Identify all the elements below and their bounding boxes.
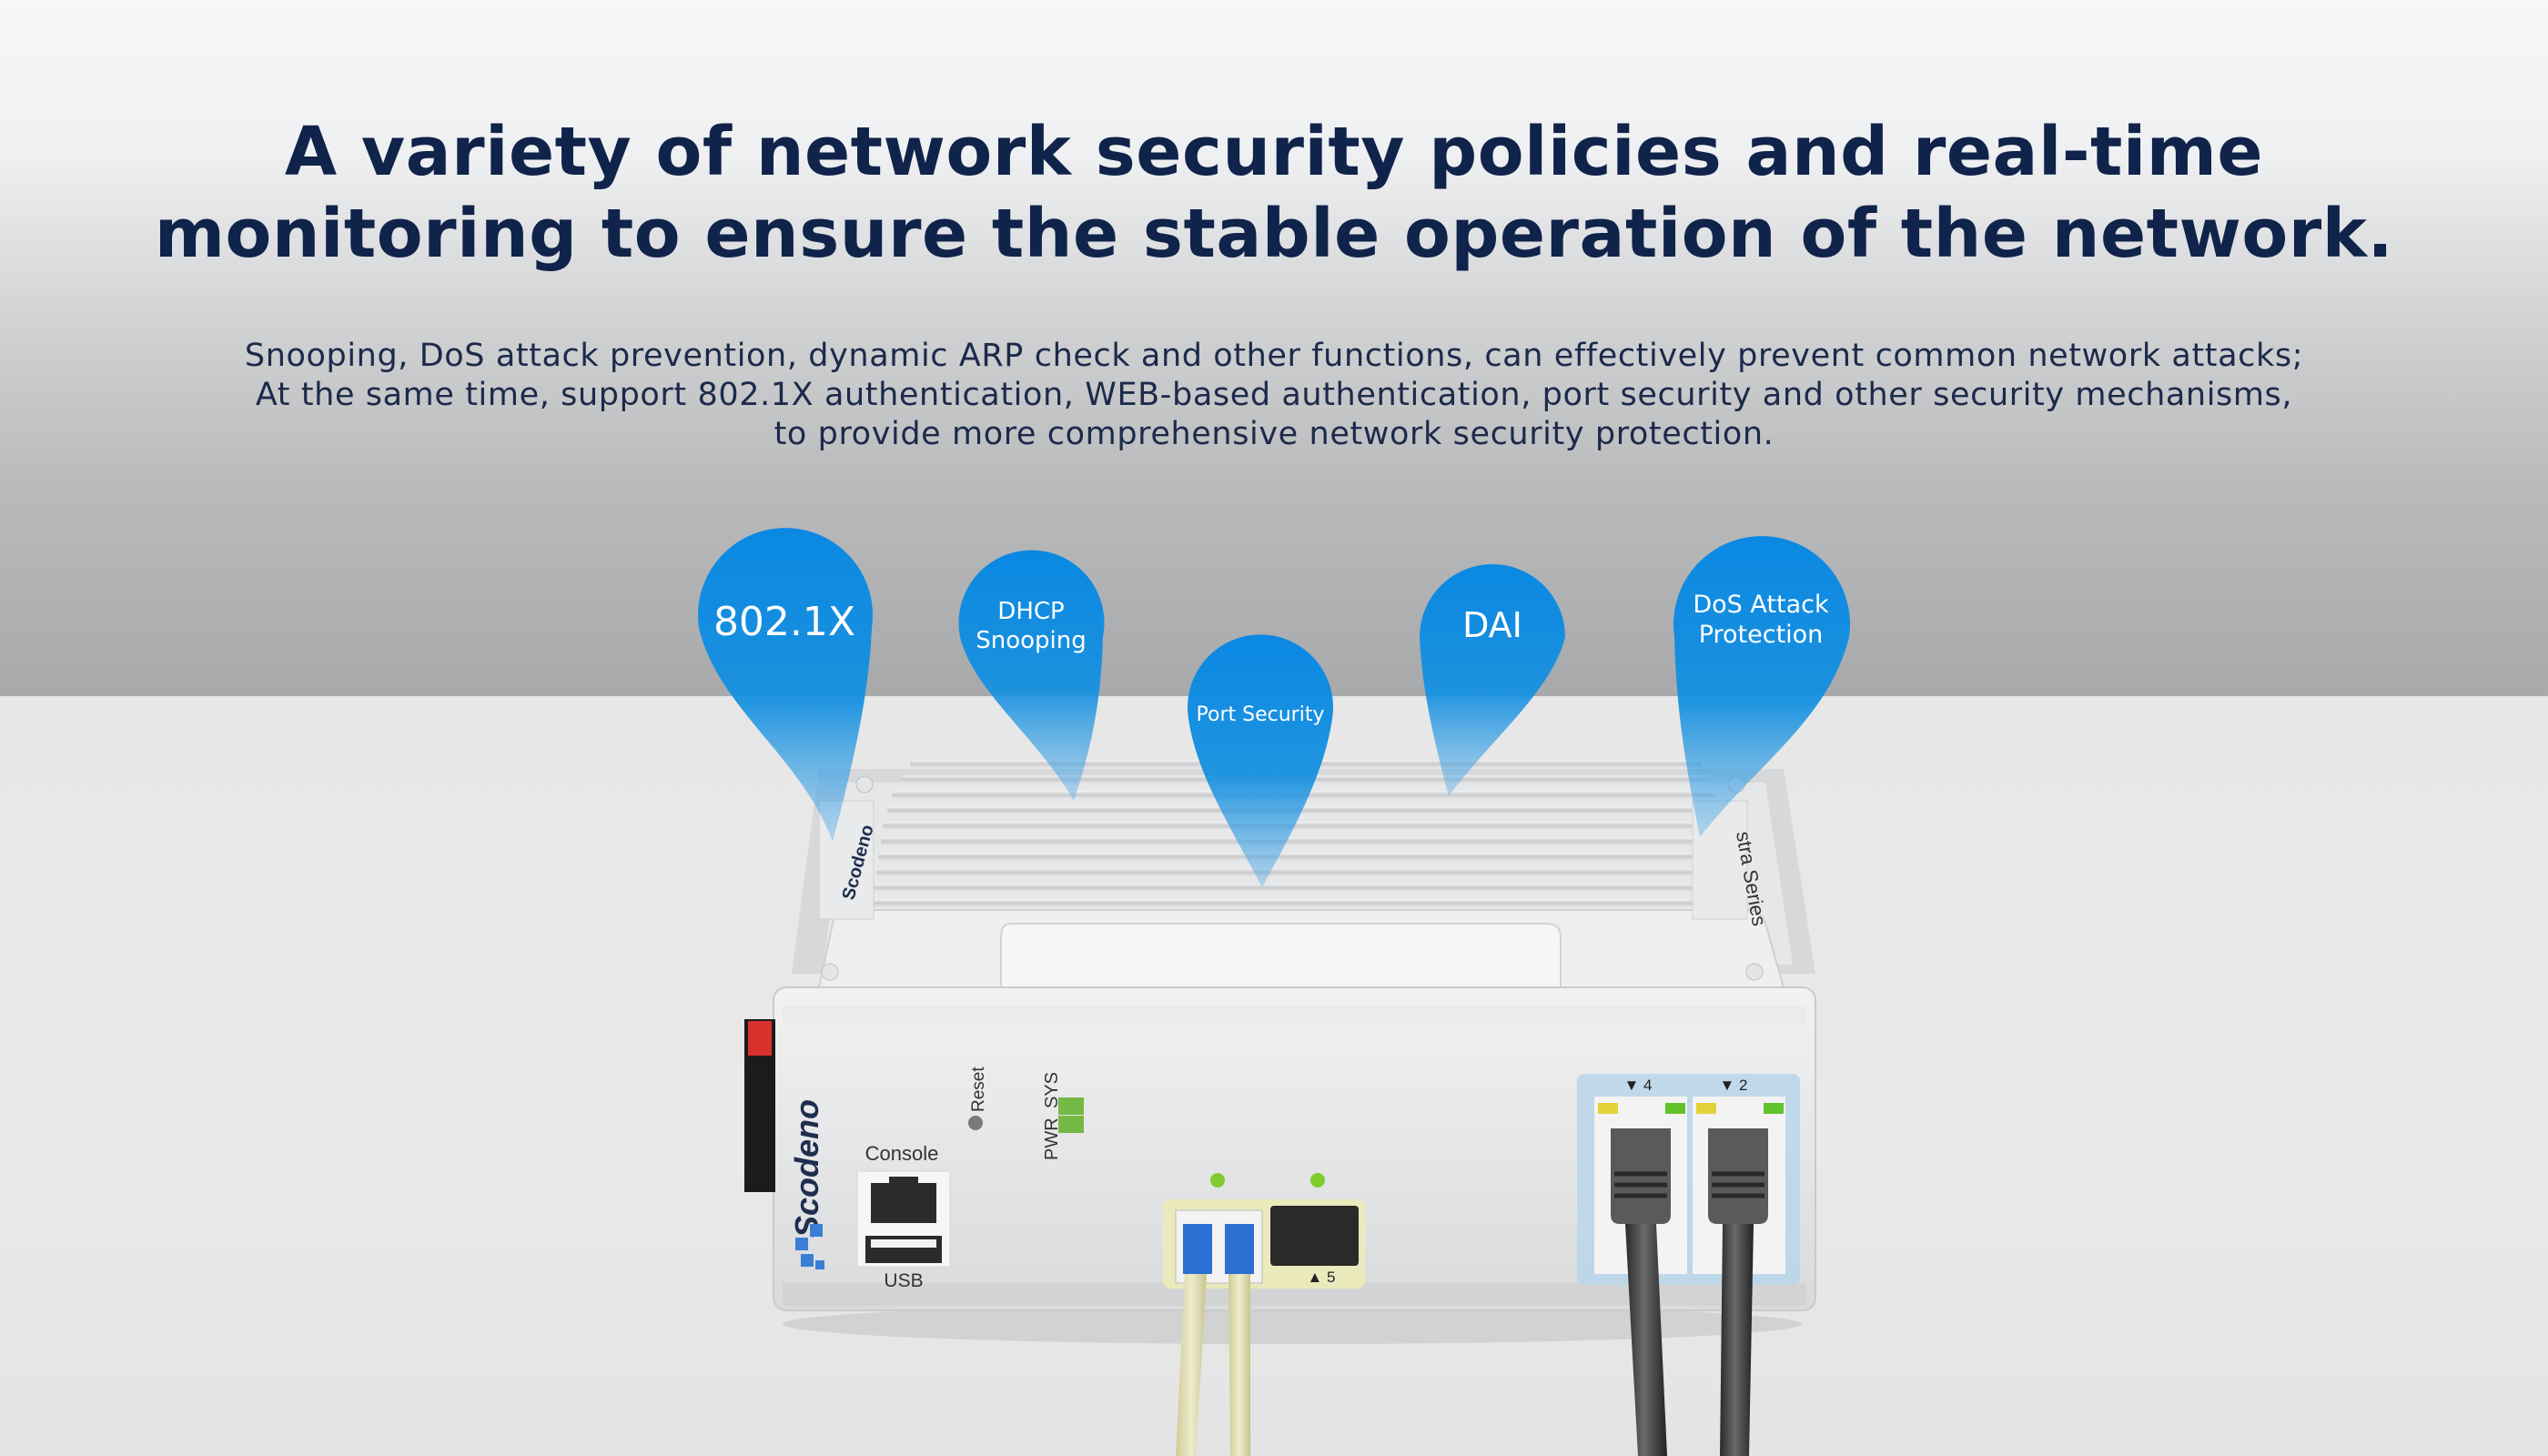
sfp-led-2 <box>1310 1173 1325 1188</box>
fiber-cable-2 <box>1228 1274 1250 1456</box>
rj45-a-led-green <box>1665 1103 1685 1114</box>
console-rj45-port <box>871 1183 936 1223</box>
pwr-label: PWR <box>1042 1117 1062 1160</box>
sfp-port-empty <box>1270 1206 1359 1266</box>
cables <box>1176 1224 1754 1456</box>
sfp-led-1 <box>1210 1173 1225 1188</box>
console-label: Console <box>865 1142 939 1165</box>
rj45-b-led-yellow <box>1696 1103 1716 1114</box>
brand-logo: Scodeno <box>788 1099 825 1238</box>
background-upper <box>0 0 2548 696</box>
rj45-port-b-number: ▼ 2 <box>1719 1077 1747 1094</box>
svg-text:Scodeno: Scodeno <box>788 1099 825 1238</box>
headline-line-2: monitoring to ensure the stable operatio… <box>154 195 2394 273</box>
ethernet-cable-1 <box>1625 1224 1667 1456</box>
rj45-port-a-number: ▼ 4 <box>1623 1077 1652 1094</box>
fiber-cable-1 <box>1176 1274 1207 1456</box>
rj45-a-led-yellow <box>1598 1103 1618 1114</box>
sys-label: SYS <box>1042 1072 1062 1108</box>
reset-label: Reset <box>969 1067 988 1112</box>
rj45-b-led-green <box>1764 1103 1784 1114</box>
description: Snooping, DoS attack prevention, dynamic… <box>0 337 2548 454</box>
pwr-led <box>1058 1116 1084 1133</box>
headline: A variety of network security policies a… <box>0 111 2548 275</box>
sys-led <box>1058 1097 1084 1115</box>
description-line-1: Snooping, DoS attack prevention, dynamic… <box>244 338 2304 374</box>
ethernet-cable-2 <box>1720 1224 1754 1456</box>
headline-line-1: A variety of network security policies a… <box>284 113 2264 191</box>
usb-label: USB <box>884 1270 923 1291</box>
brand-logo-mark <box>795 1224 824 1269</box>
reset-button <box>968 1116 983 1130</box>
sfp-port-number: ▲ 5 <box>1307 1269 1335 1286</box>
lc-connector-2 <box>1225 1224 1254 1274</box>
lc-connector-1 <box>1183 1224 1212 1274</box>
heatsink-top: Scodeno stra Series <box>792 760 1815 997</box>
device-shadow <box>783 1304 1802 1344</box>
description-line-2: At the same time, support 802.1X authent… <box>255 377 2293 413</box>
description-line-3: to provide more comprehensive network se… <box>774 416 1774 452</box>
